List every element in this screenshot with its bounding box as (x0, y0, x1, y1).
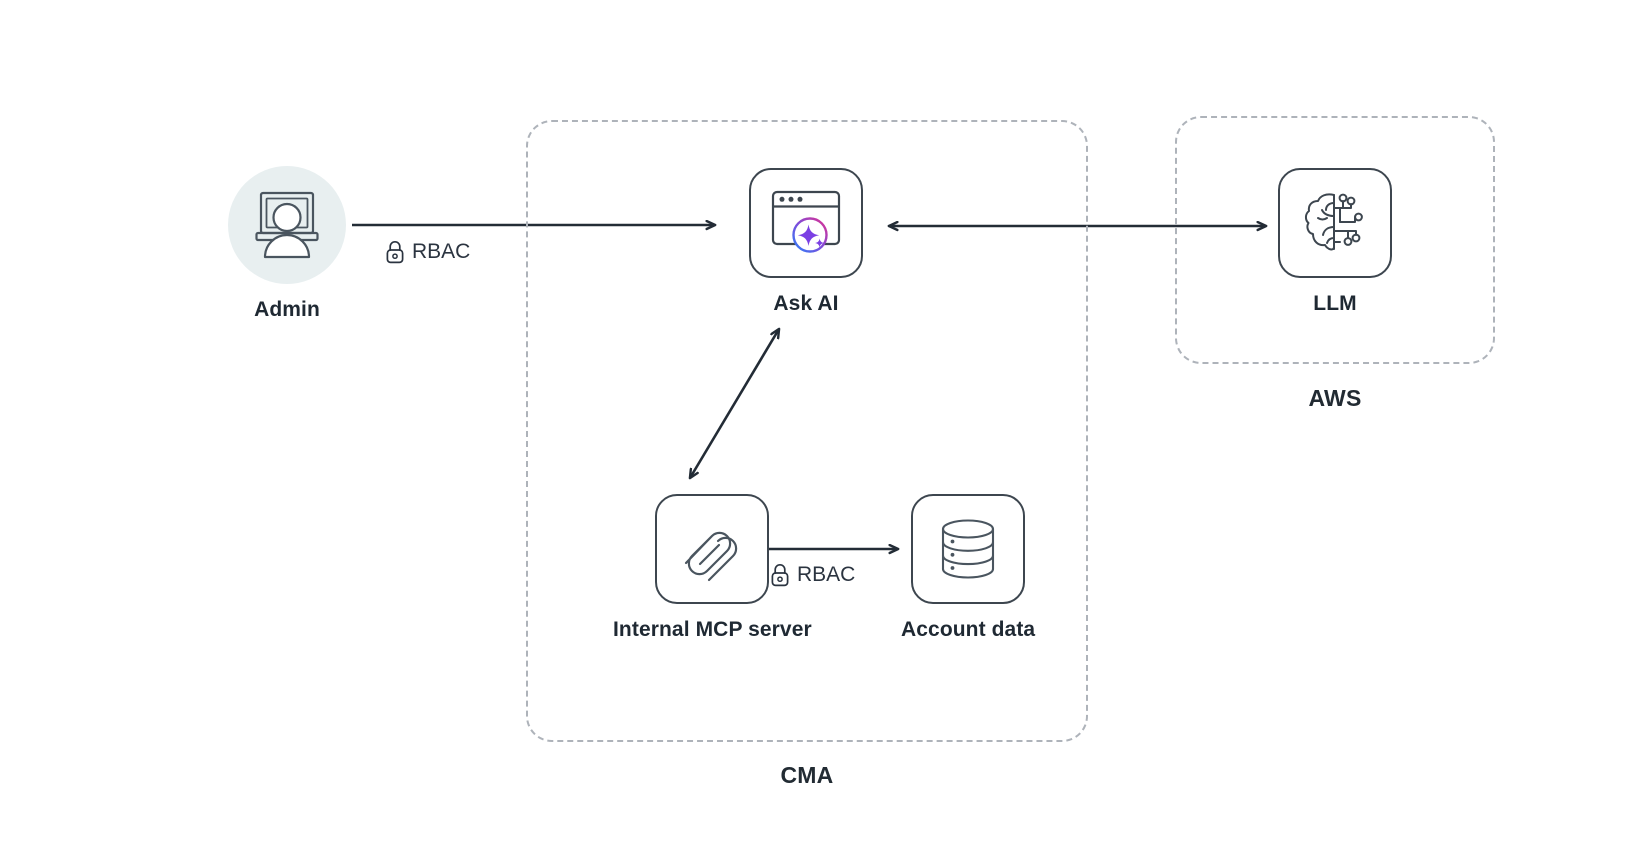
node-llm[interactable]: LLM (1278, 168, 1392, 316)
group-label-cma: CMA (780, 762, 834, 788)
node-label-ask-ai: Ask AI (773, 292, 839, 315)
group-box-aws (1175, 116, 1495, 364)
node-admin[interactable]: Admin (228, 166, 346, 322)
edge-label-admin-to-askai: RBAC (385, 240, 470, 264)
node-label-account-data: Account data (901, 618, 1036, 641)
mcp-knot-icon (685, 531, 738, 582)
icon-tile-ask-ai (749, 168, 863, 278)
database-icon (942, 519, 995, 579)
ai-sparkle-browser-icon (771, 190, 841, 253)
brain-circuit-icon (1304, 193, 1363, 251)
node-label-llm: LLM (1313, 292, 1357, 315)
icon-tile-llm (1278, 168, 1392, 278)
lock-icon (386, 241, 404, 264)
icon-tile-account-data (911, 494, 1026, 604)
node-ask-ai[interactable]: Ask AI (749, 168, 863, 316)
group-label-aws: AWS (1308, 385, 1362, 411)
icon-tile-mcp-server (655, 494, 770, 604)
node-account-data[interactable]: Account data (901, 494, 1035, 642)
node-label-mcp-server: Internal MCP server (613, 618, 812, 641)
group-box-cma (526, 120, 1088, 742)
edge-label-mcp-to-accountdata: RBAC (770, 563, 855, 587)
avatar (228, 166, 346, 284)
edge-label-text: RBAC (412, 240, 471, 263)
node-label-admin: Admin (254, 298, 320, 321)
lock-icon (771, 564, 789, 587)
node-mcp-server[interactable]: Internal MCP server (613, 494, 812, 642)
user-at-monitor-icon (255, 191, 319, 259)
edge-label-text: RBAC (797, 563, 856, 586)
